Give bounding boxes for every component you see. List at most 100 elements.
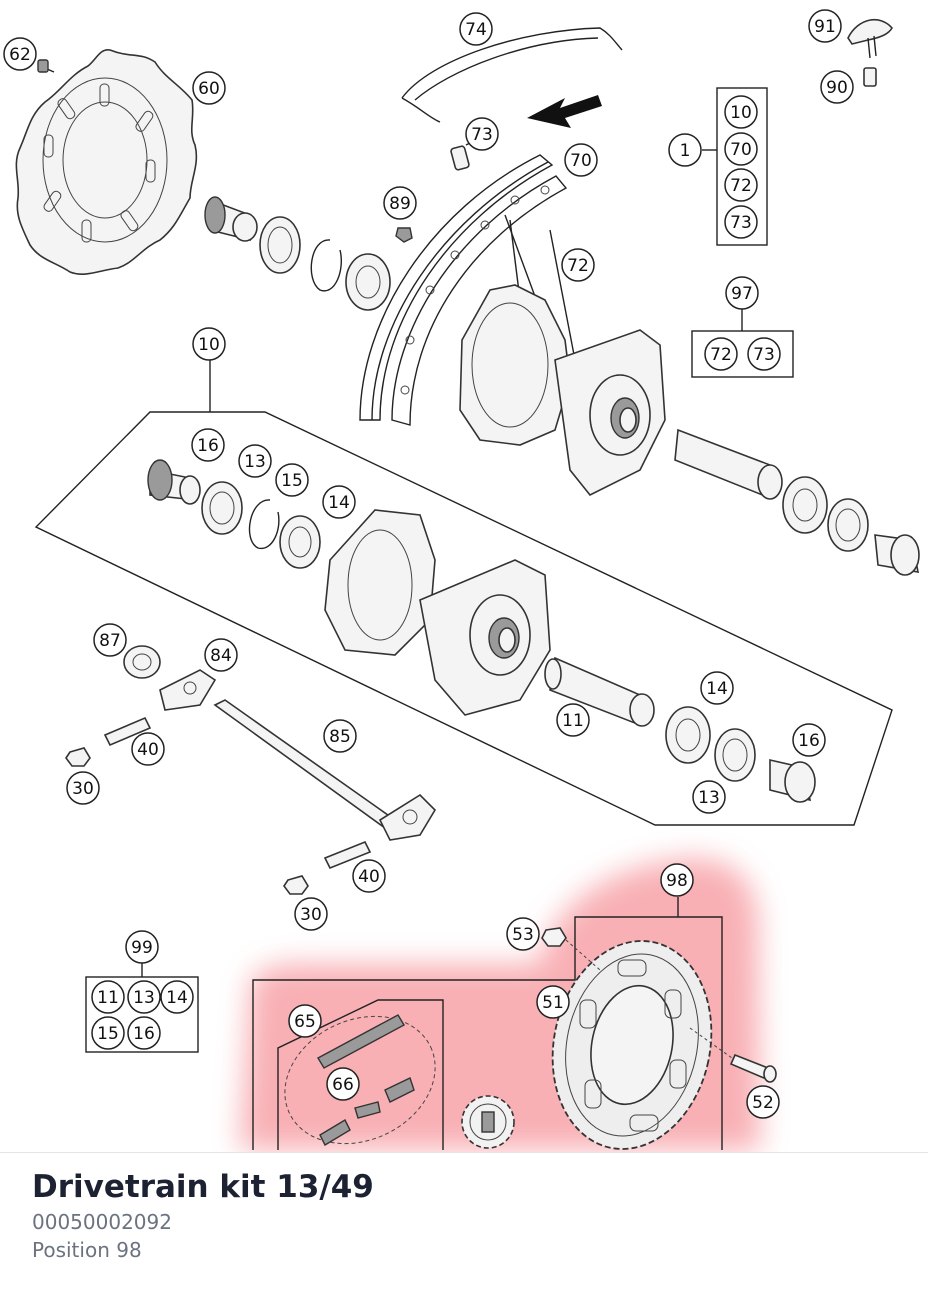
callout-30-label: 30	[300, 905, 322, 925]
circlip-15-part	[248, 499, 280, 550]
callout-60-label: 60	[198, 79, 220, 99]
group-item-13: 13	[127, 980, 161, 1014]
group-item-11-circle	[91, 980, 125, 1014]
group-1-box	[716, 87, 768, 246]
callout-74: 74	[459, 12, 493, 46]
callout-99-circle	[125, 930, 159, 964]
group-item-73: 73	[747, 337, 781, 371]
group-item-11-label: 11	[97, 988, 119, 1008]
group-item-72-label: 72	[730, 176, 752, 196]
chain-adjuster-87-part	[123, 645, 161, 679]
upper-spacer-part	[204, 196, 258, 242]
callout-97-circle	[725, 276, 759, 310]
callout-99: 99	[125, 930, 159, 964]
callout-65-label: 65	[294, 1012, 316, 1032]
direction-arrow-icon	[527, 95, 602, 128]
callout-98: 98	[660, 863, 694, 897]
callout-70-circle	[564, 143, 598, 177]
callout-84-label: 84	[210, 646, 232, 666]
group-item-70: 70	[724, 132, 758, 166]
callout-14-label: 14	[706, 679, 728, 699]
group-item-15-label: 15	[97, 1024, 119, 1044]
callout-84: 84	[204, 638, 238, 672]
callout-85-label: 85	[329, 727, 351, 747]
position-label: Position 98	[32, 1238, 142, 1262]
callout-15-circle	[275, 463, 309, 497]
group-item-10-circle	[724, 95, 758, 129]
callout-91: 91	[808, 9, 842, 43]
bearing-14b-part	[665, 706, 711, 764]
upper-bearing-right-part	[782, 476, 828, 534]
callout-52-label: 52	[752, 1093, 774, 1113]
callout-10-circle	[192, 327, 226, 361]
callout-65-circle	[288, 1004, 322, 1038]
callout-72-circle	[561, 248, 595, 282]
callout-70-label: 70	[570, 151, 592, 171]
callout-62-circle	[3, 37, 37, 71]
upper-bearing-part	[345, 253, 391, 311]
callout-87-circle	[93, 623, 127, 657]
callout-73: 73	[465, 117, 499, 151]
chain-part	[284, 1014, 436, 1146]
group-item-11: 11	[91, 980, 125, 1014]
valve-cap-part	[847, 18, 893, 87]
callout-66-label: 66	[332, 1075, 354, 1095]
callout-74-label: 74	[465, 20, 487, 40]
callout-74-circle	[459, 12, 493, 46]
callout-52: 52	[746, 1085, 780, 1119]
group-item-72-circle	[724, 168, 758, 202]
callout-40: 40	[352, 859, 386, 893]
sprocket-screw-part	[689, 1027, 777, 1083]
callout-11-circle	[556, 703, 590, 737]
callout-13-circle	[238, 444, 272, 478]
callout-52-circle	[746, 1085, 780, 1119]
sprocket-nut-part	[541, 927, 601, 971]
disc-screw-part	[37, 59, 55, 73]
nut-30b-part	[283, 875, 309, 895]
callout-98-label: 98	[666, 871, 688, 891]
tire-part	[401, 27, 623, 123]
callout-90: 90	[820, 70, 854, 104]
chain-box-outline	[277, 999, 444, 1150]
valve-part	[450, 139, 477, 171]
spacer-16-part	[147, 459, 201, 505]
group-item-72-label: 72	[710, 345, 732, 365]
callout-15-label: 15	[281, 471, 303, 491]
group-item-72: 72	[724, 168, 758, 202]
callout-70: 70	[564, 143, 598, 177]
lower-hub-part	[324, 509, 551, 716]
group-item-73-label: 73	[753, 345, 775, 365]
callout-13: 13	[692, 780, 726, 814]
callout-97: 97	[725, 276, 759, 310]
callout-89-circle	[383, 186, 417, 220]
group-item-16-label: 16	[133, 1024, 155, 1044]
callout-98-circle	[660, 863, 694, 897]
group-item-16-circle	[127, 1016, 161, 1050]
group-item-14: 14	[160, 980, 194, 1014]
group-item-10: 10	[724, 95, 758, 129]
front-sprocket-part	[461, 1095, 515, 1149]
callout-87-label: 87	[99, 631, 121, 651]
callout-90-label: 90	[826, 78, 848, 98]
group-item-72: 72	[704, 337, 738, 371]
callout-1: 1	[668, 133, 702, 167]
callout-72-label: 72	[567, 256, 589, 276]
callout-90-circle	[820, 70, 854, 104]
callout-40-label: 40	[137, 740, 159, 760]
group-item-72-circle	[704, 337, 738, 371]
group-item-14-label: 14	[166, 988, 188, 1008]
group-10-outline	[34, 411, 893, 826]
callout-89: 89	[383, 186, 417, 220]
callout-14-label: 14	[328, 493, 350, 513]
part-number: 00050002092	[32, 1210, 172, 1234]
callout-13-circle	[692, 780, 726, 814]
callout-60-circle	[192, 71, 226, 105]
callout-15: 15	[275, 463, 309, 497]
callout-72: 72	[561, 248, 595, 282]
callout-10: 10	[192, 327, 226, 361]
callout-16-circle	[792, 723, 826, 757]
callout-30-circle	[294, 897, 328, 931]
callout-40: 40	[131, 732, 165, 766]
product-title: Drivetrain kit 13/49	[32, 1169, 374, 1205]
